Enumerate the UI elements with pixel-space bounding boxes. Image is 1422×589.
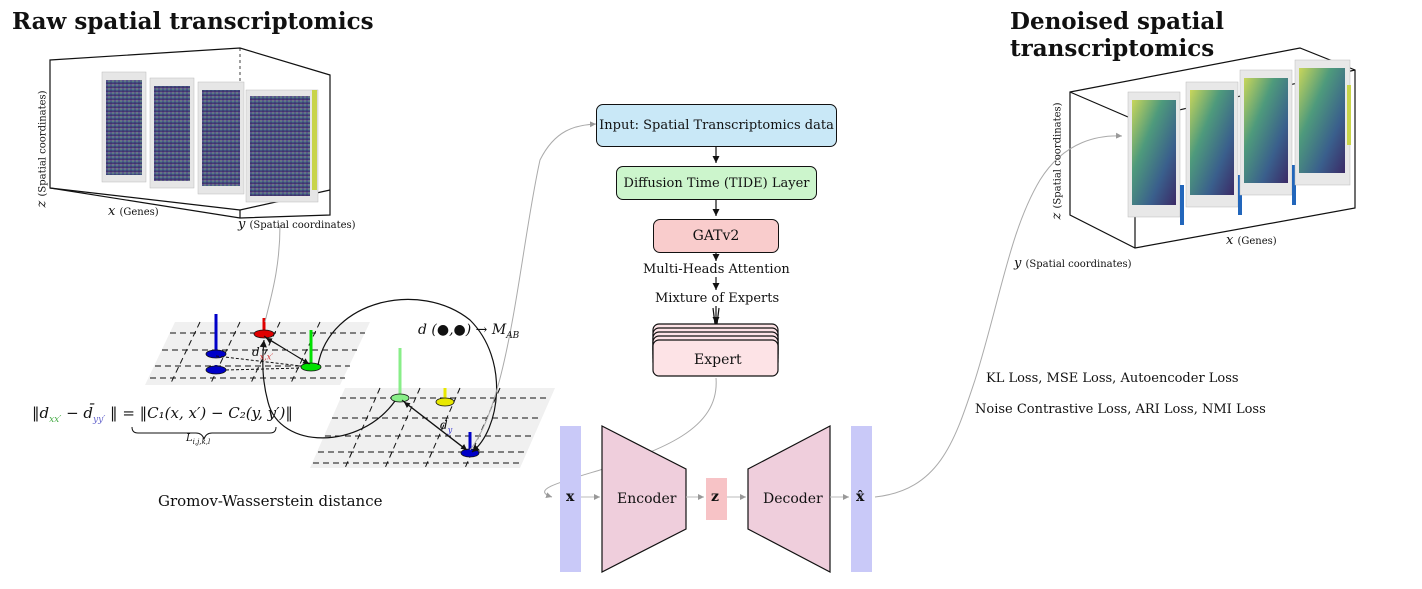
formula-underbrace (131, 426, 277, 441)
denoised-data-cube (1069, 47, 1356, 249)
right-y-axis-label: y (Spatial coordinates) (1014, 256, 1132, 271)
title-raw: Raw spatial transcriptomics (12, 8, 374, 35)
right-x-axis-label: x (Genes) (1226, 233, 1277, 248)
gatv2-box: GATv2 (653, 219, 779, 253)
expert-stack (652, 323, 779, 377)
gw-dx-label: dx,x′ (252, 345, 274, 362)
title-denoised: Denoised spatial transcriptomics (1010, 8, 1224, 62)
denoised-slice-2 (1185, 81, 1242, 215)
x-input-bar (560, 426, 581, 572)
losses-line-1: KL Loss, MSE Loss, Autoencoder Loss (986, 371, 1239, 386)
left-y-axis-label: y (Spatial coordinates) (238, 217, 356, 232)
z-latent-label: z (711, 489, 719, 505)
gw-nodes-left (205, 314, 322, 375)
raw-slice-3 (197, 81, 245, 195)
gw-nodes-right (390, 348, 480, 458)
denoised-slice-3 (1239, 69, 1296, 205)
multi-heads-attention-label: Multi-Heads Attention (643, 262, 790, 277)
mixture-of-experts-label: Mixture of Experts (655, 291, 780, 306)
autoencoder-shapes (560, 425, 872, 573)
gw-distance-map: d (●,●) → MAB (418, 322, 520, 341)
encoder-label: Encoder (617, 491, 677, 507)
gw-grid-right (310, 387, 555, 469)
gw-coupling-arrows (259, 298, 498, 453)
raw-slice-4 (245, 89, 319, 203)
expert-label: Expert (694, 352, 742, 368)
decoder-trapezoid (747, 425, 831, 573)
raw-data-cube (49, 47, 331, 219)
right-z-axis-label: z (Spatial coordinates) (1049, 102, 1065, 220)
gw-under-label: Li,j,k,l (186, 433, 211, 446)
z-latent-box (706, 478, 727, 520)
xhat-output-bar (851, 426, 872, 572)
diffusion-layer-box: Diffusion Time (TIDE) Layer (616, 166, 817, 200)
raw-slice-2 (149, 77, 195, 189)
encoder-trapezoid (601, 425, 687, 573)
gw-dy-label: d̄y (440, 418, 453, 435)
left-x-axis-label: x (Genes) (108, 204, 159, 219)
input-box: Input: Spatial Transcriptomics data (596, 104, 837, 147)
denoised-slice-4 (1294, 59, 1351, 186)
denoised-slice-1 (1127, 91, 1184, 225)
left-z-axis-label: z (Spatial coordinates) (34, 90, 50, 208)
x-input-label: x (566, 489, 575, 505)
gw-caption: Gromov-Wasserstein distance (158, 492, 383, 510)
xhat-output-label: x̂ (856, 489, 865, 505)
decoder-label: Decoder (763, 491, 823, 507)
losses-line-2: Noise Contrastive Loss, ARI Loss, NMI Lo… (975, 402, 1266, 417)
raw-slice-1 (101, 71, 147, 183)
gw-formula: ‖dxx′ − d̄yy′ ‖ = ‖C₁(x, x′) − C₂(y, y′)… (32, 404, 293, 425)
